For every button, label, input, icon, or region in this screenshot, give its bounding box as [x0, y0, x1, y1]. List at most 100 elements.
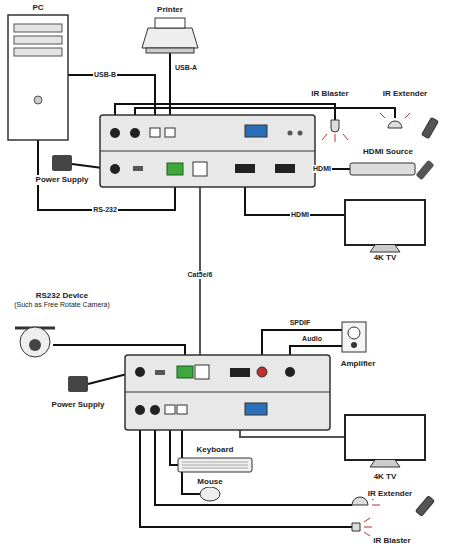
amplifier-icon [351, 342, 357, 348]
device-label: Power Supply [35, 175, 90, 184]
receiver-unit [135, 405, 145, 415]
ir-blaster: IR Blaster [372, 536, 411, 545]
device-label: Printer [156, 5, 184, 14]
transmitter-unit [150, 128, 160, 137]
device-label: RS232 Device [35, 291, 89, 300]
transmitter-unit [100, 115, 315, 187]
receiver-unit [155, 370, 165, 375]
tv-label: 4K TV [373, 253, 398, 262]
receiver-unit [135, 367, 145, 377]
mouse: Mouse [196, 477, 223, 486]
transmitter-unit [165, 128, 175, 137]
ir-devices [380, 113, 410, 118]
amplifier-icon [342, 322, 366, 352]
transmitter-unit [110, 128, 120, 138]
port-label: USB-A [174, 64, 198, 72]
pc-tower [14, 48, 62, 56]
device-label: IR Extender [367, 489, 413, 498]
receiver-unit [150, 405, 160, 415]
printer-icon [146, 48, 194, 53]
ir-devices [331, 120, 339, 132]
camera-icon [20, 327, 50, 357]
amplifier: Amplifier [340, 359, 377, 368]
device-label: Power Supply [51, 400, 106, 409]
device-note: (Such as Free Rotate Camera) [13, 301, 111, 309]
ir-devices-rx [352, 497, 368, 505]
transmitter-unit [288, 131, 293, 136]
rs232-device: RS232 Device(Such as Free Rotate Camera) [13, 291, 111, 308]
power-supply: Power Supply [35, 175, 90, 184]
receiver-unit [230, 368, 250, 377]
tv-screen [370, 245, 400, 252]
receiver-unit [177, 405, 187, 414]
transmitter-unit [167, 163, 183, 175]
receiver-unit [125, 355, 330, 430]
cable [68, 75, 155, 118]
device-label: 4K TV [373, 253, 398, 262]
power-adapter [68, 376, 88, 392]
device-label: PC [31, 3, 44, 12]
transmitter-unit [245, 125, 267, 137]
device-label: IR Blaster [310, 89, 349, 98]
signal-label: SPDIF [289, 319, 312, 327]
hdmi-source [416, 160, 435, 180]
camera-icon [29, 339, 41, 351]
printer-icon [155, 18, 185, 28]
receiver-unit [125, 355, 330, 430]
receiver-unit [285, 367, 295, 377]
transmitter-unit [193, 162, 207, 176]
keyboard-mouse [182, 462, 248, 468]
ir-devices [322, 113, 438, 142]
receiver-unit [165, 405, 175, 414]
device-label: Amplifier [340, 359, 377, 368]
device-label: 4K TV [373, 472, 398, 481]
pc-label: PC [31, 3, 44, 12]
pc-tower [14, 36, 62, 44]
device-label: IR Extender [382, 89, 428, 98]
device-label: Keyboard [196, 445, 235, 454]
pc-tower [14, 24, 62, 32]
transmitter-unit [100, 151, 315, 152]
ir-devices-rx [364, 518, 372, 536]
tv-screen [345, 415, 425, 460]
cable [38, 50, 395, 527]
transmitter-unit [100, 115, 315, 187]
pc-tower [8, 15, 68, 140]
transmitter-unit [275, 164, 295, 173]
signal-label: HDMI [290, 211, 310, 219]
receiver-unit [177, 366, 193, 378]
transmitter-unit [110, 164, 120, 174]
ir-extender: IR Extender [382, 89, 428, 98]
signal-label: HDMI [312, 165, 332, 173]
receiver-unit [257, 367, 267, 377]
amplifier-icon [342, 322, 366, 352]
ir-devices [388, 121, 402, 128]
tv-screen [370, 460, 400, 467]
tv-label: 4K TV [373, 472, 398, 481]
signal-label: RS-232 [92, 206, 118, 214]
tv-screen [345, 200, 425, 245]
ir-extender: IR Extender [367, 489, 413, 498]
pc-tower [8, 15, 68, 140]
ir-devices-rx [416, 496, 435, 516]
power-supply: Power Supply [51, 400, 106, 409]
hdmi-source [350, 163, 415, 175]
keyboard-mouse [178, 458, 252, 501]
receiver-unit [195, 365, 209, 379]
amplifier-icon [348, 327, 360, 339]
transmitter-unit [130, 128, 140, 138]
printer-icon [142, 18, 198, 53]
device-label: HDMI Source [362, 147, 414, 156]
keyboard-mouse [178, 458, 252, 472]
ir-devices [422, 117, 439, 138]
cable-label: Cat5e/6 [187, 271, 214, 279]
ir-devices [322, 134, 348, 142]
power-adapter [52, 155, 72, 171]
device-label: Mouse [196, 477, 223, 486]
camera-icon [15, 327, 55, 357]
keyboard-mouse [200, 487, 220, 501]
cable [140, 414, 352, 527]
